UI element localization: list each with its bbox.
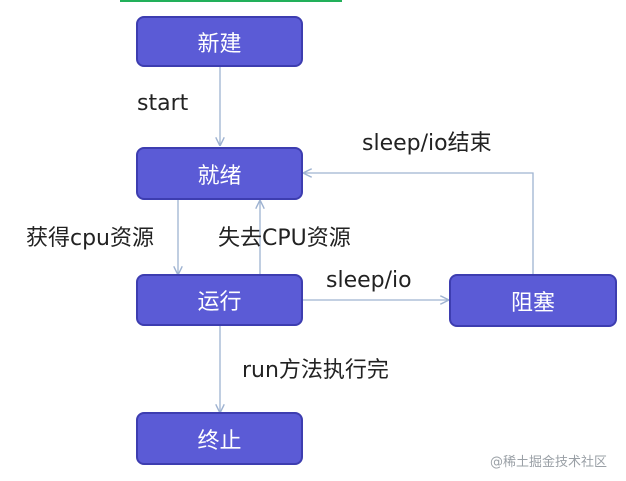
label-start: start	[137, 91, 189, 116]
node-new: 新建	[136, 16, 303, 67]
label-lose-cpu: 失去CPU资源	[218, 226, 351, 251]
node-ready: 就绪	[136, 147, 303, 200]
node-terminated: 终止	[136, 412, 303, 465]
label-get-cpu: 获得cpu资源	[26, 226, 155, 251]
arrow-blocked-to-ready	[304, 173, 534, 274]
watermark: @稀土掘金技术社区	[490, 455, 608, 470]
label-sleep-io: sleep/io	[326, 268, 412, 293]
label-sleep-io-end: sleep/io结束	[362, 131, 492, 156]
label-run-complete: run方法执行完	[242, 358, 389, 383]
node-blocked: 阻塞	[449, 274, 617, 327]
node-running: 运行	[136, 274, 303, 326]
top-accent-bar	[120, 0, 342, 2]
